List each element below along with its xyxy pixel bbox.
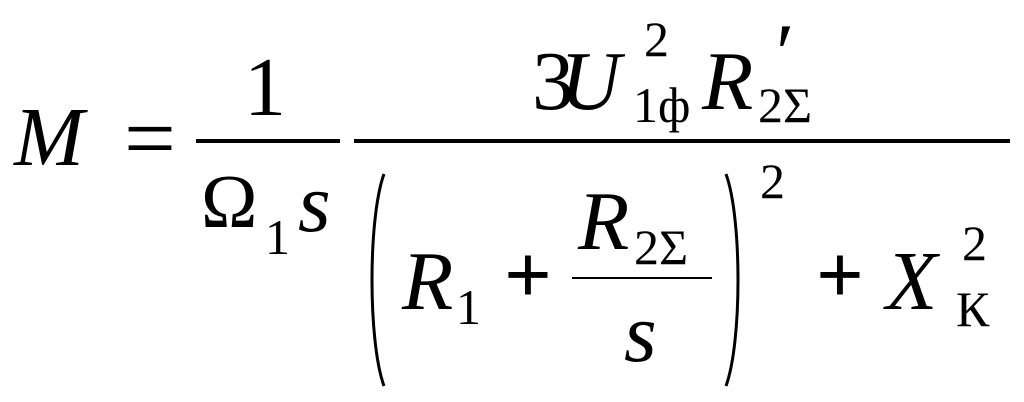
numerator-voltage-exponent: 2 (644, 11, 669, 67)
factor-omega: Ω (201, 160, 258, 244)
numerator-voltage-subscript: 1ф (633, 77, 691, 133)
numerator-voltage: U (560, 35, 621, 128)
numerator-resistance: R (702, 35, 754, 128)
factor-slip: s (298, 157, 331, 250)
numerator-resistance-subscript: 2Σ (758, 77, 813, 133)
factor-omega-subscript: 1 (265, 209, 290, 265)
denominator-reactance-subscript: К (956, 281, 990, 337)
lhs-symbol: M (14, 91, 84, 184)
parenthesis-exponent: 2 (760, 153, 785, 209)
denominator-r1: R (402, 235, 454, 328)
numerator-resistance-prime: ′ (776, 7, 795, 100)
right-parenthesis (724, 173, 740, 387)
inner-fraction-numerator: R (578, 175, 630, 268)
numerator-coefficient: 3 (532, 35, 574, 128)
equals-sign: = (124, 87, 176, 189)
denominator-r1-subscript: 1 (456, 279, 481, 335)
inner-fraction-bar (572, 277, 712, 279)
denominator-reactance-exponent: 2 (962, 215, 987, 271)
inner-fraction-denominator: s (624, 287, 657, 380)
inner-fraction-numerator-subscript: 2Σ (634, 219, 689, 275)
denominator-reactance: X (886, 235, 938, 328)
denominator-plus-outer: + (816, 229, 864, 322)
factor-fraction-bar (196, 139, 340, 143)
main-fraction-bar (354, 139, 1010, 143)
denominator-plus-inner: + (504, 229, 552, 322)
factor-numerator: 1 (244, 41, 286, 134)
left-parenthesis (370, 173, 386, 387)
